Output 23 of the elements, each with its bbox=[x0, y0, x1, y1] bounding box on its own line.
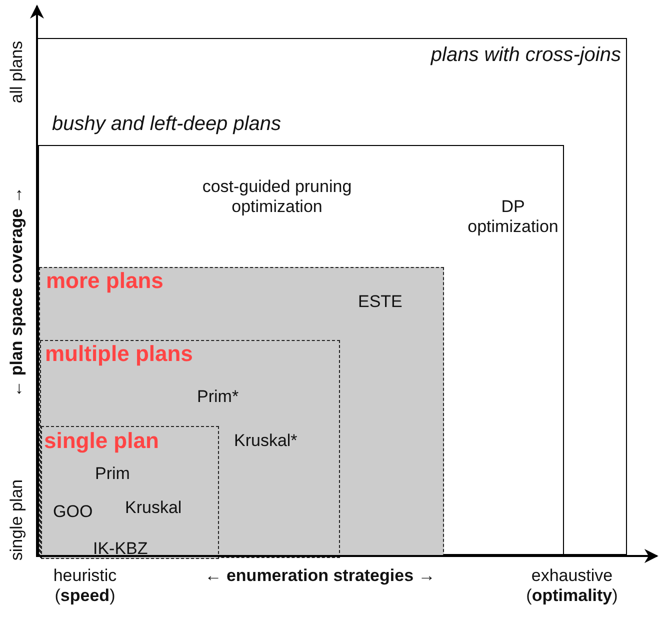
algorithm-label: GOO bbox=[53, 502, 93, 522]
y-axis-label: single plan bbox=[7, 478, 27, 563]
x-axis-label: exhaustive (optimality) bbox=[525, 566, 619, 607]
region-heading: single plan bbox=[44, 428, 159, 454]
plan-region bbox=[39, 267, 444, 557]
algorithm-label: Prim* bbox=[197, 387, 239, 408]
region-heading: more plans bbox=[46, 268, 164, 294]
method-label: cost-guided pruning optimization bbox=[201, 177, 353, 218]
plan-region bbox=[41, 426, 219, 559]
y-axis-label: all plans bbox=[7, 40, 27, 106]
region-title: bushy and left-deep plans bbox=[52, 112, 282, 136]
region-title: plans with cross-joins bbox=[430, 43, 621, 67]
x-axis-label: ← enumeration strategies → bbox=[204, 566, 436, 586]
region-heading: multiple plans bbox=[45, 341, 193, 368]
algorithm-label: IK-KBZ bbox=[93, 539, 148, 560]
plan-region bbox=[40, 340, 340, 558]
x-axis-label: heuristic (speed) bbox=[52, 566, 118, 607]
method-label: DP optimization bbox=[466, 197, 560, 238]
y-axis-label: ← plan space coverage → bbox=[7, 186, 27, 400]
algorithm-label: Prim bbox=[95, 464, 130, 484]
algorithm-label: ESTE bbox=[358, 292, 402, 312]
algorithm-label: Kruskal* bbox=[234, 431, 298, 452]
algorithm-label: Kruskal bbox=[125, 498, 182, 518]
